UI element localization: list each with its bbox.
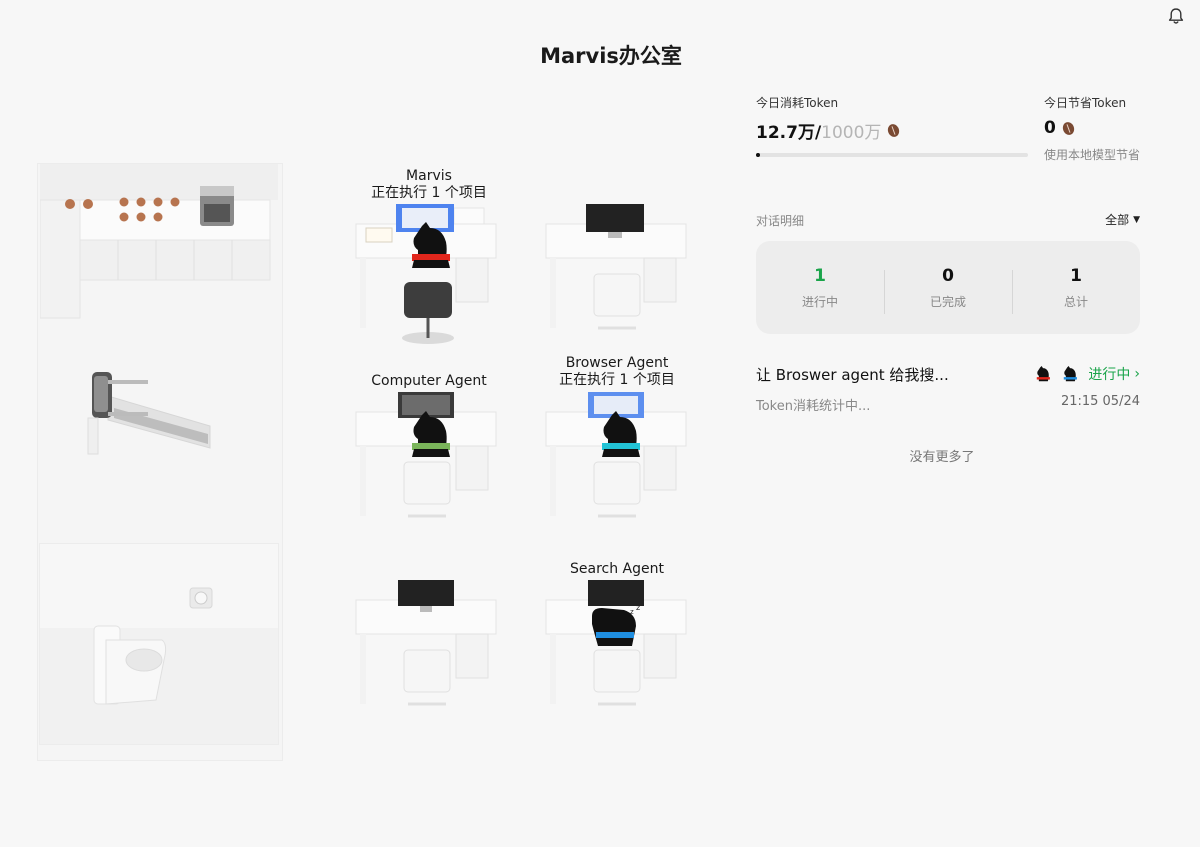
conversation-stats: 1 进行中 0 已完成 1 总计 xyxy=(756,241,1140,334)
conversation-status[interactable]: 进行中 › xyxy=(1034,364,1140,384)
knight-chess-piece-icon[interactable] xyxy=(594,408,646,460)
stat-label: 总计 xyxy=(1063,294,1088,309)
filter-value: 全部 xyxy=(1105,213,1130,227)
agent-name: Browser Agent xyxy=(565,355,669,371)
conversation-time: 21:15 05/24 xyxy=(1060,394,1140,409)
desk-marvis xyxy=(355,204,497,344)
knight-chess-piece-icon[interactable]: z z xyxy=(586,602,646,648)
stat-label: 进行中 xyxy=(801,294,838,309)
agent-label-search: Search Agent xyxy=(554,561,680,578)
svg-text:z: z xyxy=(630,608,634,616)
toilet xyxy=(93,587,213,705)
saved-amount: 0 xyxy=(1044,118,1056,138)
token-progress-fill xyxy=(756,153,760,157)
bell-icon[interactable] xyxy=(1166,6,1186,26)
today-used-value: 12.7万/ 1000万 xyxy=(756,118,902,143)
knight-chess-piece-icon[interactable] xyxy=(404,220,456,270)
filter-dropdown[interactable]: 全部 ▼ xyxy=(1105,211,1140,228)
knight-chess-piece-icon xyxy=(1037,366,1051,382)
caret-down-icon: ▼ xyxy=(1133,214,1140,225)
stat-completed[interactable]: 0 已完成 xyxy=(884,265,1012,314)
conversation-subtitle: Token消耗统计中... xyxy=(756,399,871,414)
svg-text:z: z xyxy=(636,603,640,612)
agent-status: 正在执行 1 个项目 xyxy=(371,185,487,201)
agent-label-computer: Computer Agent xyxy=(366,373,492,390)
stat-in-progress[interactable]: 1 进行中 xyxy=(756,266,884,310)
coffee-bean-icon xyxy=(886,122,902,139)
stat-value: 1 xyxy=(814,265,826,286)
knight-chess-piece-icon xyxy=(1064,366,1078,382)
today-saved-value: 0 xyxy=(1044,118,1076,138)
coffee-bean-icon xyxy=(1060,120,1076,136)
today-saved-label: 今日节省Token xyxy=(1044,96,1127,110)
agent-name: Computer Agent xyxy=(371,373,487,389)
agent-name: Marvis xyxy=(406,168,452,184)
conversation-title: 让 Broswer agent 给我搜... xyxy=(756,366,949,384)
agent-status: 正在执行 1 个项目 xyxy=(559,372,675,388)
desk-search-agent xyxy=(545,580,687,706)
knight-chess-piece-icon[interactable] xyxy=(404,408,456,460)
desk-empty-1 xyxy=(545,204,687,330)
stat-value: 0 xyxy=(942,265,954,286)
agent-name: Search Agent xyxy=(570,561,664,577)
token-progress-bar xyxy=(756,153,1028,157)
agent-label-marvis: Marvis 正在执行 1 个项目 xyxy=(366,168,492,202)
agent-label-browser: Browser Agent 正在执行 1 个项目 xyxy=(554,355,680,389)
desk-empty-2 xyxy=(355,580,497,706)
page-title: Marvis办公室 xyxy=(540,44,682,68)
saved-note: 使用本地模型节省 xyxy=(1044,148,1141,162)
status-label: 进行中 xyxy=(1088,367,1131,383)
stat-label: 已完成 xyxy=(929,294,966,309)
chevron-right-icon: › xyxy=(1134,366,1140,382)
office-scene: z z Marvis 正在执行 1 个项目 Computer Agent Bro… xyxy=(0,150,700,790)
treadmill xyxy=(87,372,211,455)
stat-value: 1 xyxy=(1070,265,1082,286)
stat-total[interactable]: 1 总计 xyxy=(1012,265,1140,314)
quota-amount: 1000万 xyxy=(821,123,882,143)
today-used-label: 今日消耗Token xyxy=(756,96,839,110)
conversation-section-label: 对话明细 xyxy=(756,214,805,228)
conversation-item[interactable]: 让 Broswer agent 给我搜... Token消耗统计中... 进行中… xyxy=(756,364,1140,414)
used-amount: 12.7万/ xyxy=(756,123,822,143)
kitchen xyxy=(40,164,278,319)
end-of-list: 没有更多了 xyxy=(909,450,975,465)
